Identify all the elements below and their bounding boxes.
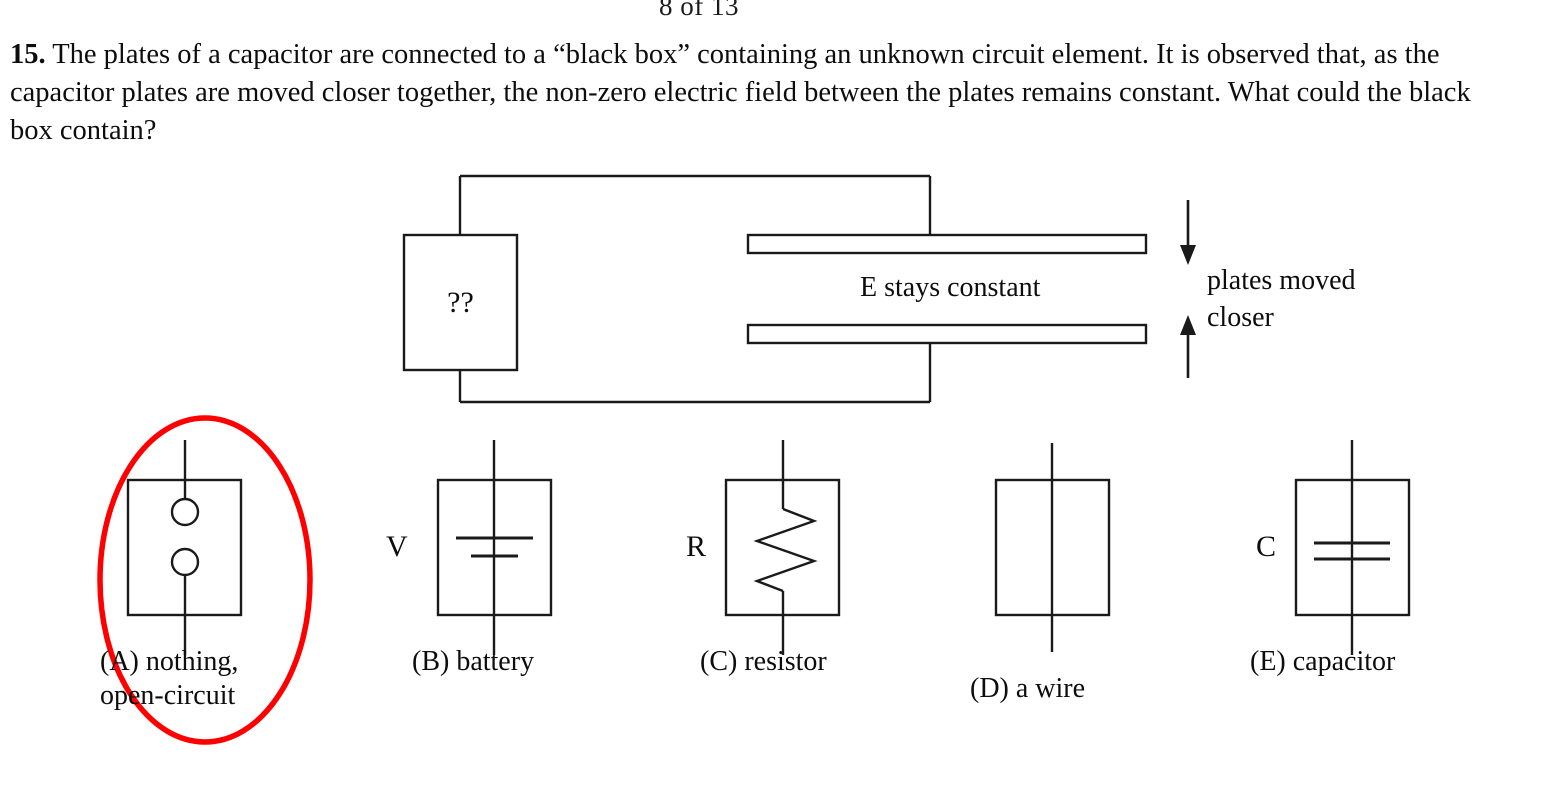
page-number: 8 of 13 bbox=[659, 0, 739, 21]
question-number: 15. bbox=[10, 39, 46, 70]
option-symbol-resistor bbox=[724, 440, 841, 655]
option-symbol-battery bbox=[436, 440, 553, 655]
option-label-d[interactable]: (D) a wire bbox=[970, 673, 1086, 704]
plates-moved-note: plates moved closer bbox=[1207, 265, 1356, 334]
capacitor-top-plate bbox=[746, 233, 1148, 255]
question-block: 15. The plates of a capacitor are connec… bbox=[10, 36, 1510, 150]
option-symbol-capacitor bbox=[1294, 440, 1411, 655]
option-label-e[interactable]: (E) capacitor bbox=[1250, 646, 1396, 677]
resistor-symbol-letter: R bbox=[686, 530, 707, 563]
option-symbol-open-circuit bbox=[126, 440, 243, 655]
option-symbol-wire bbox=[994, 443, 1111, 652]
battery-symbol-letter: V bbox=[386, 530, 408, 563]
capacitor-bottom-plate bbox=[746, 323, 1148, 345]
option-label-b[interactable]: (B) battery bbox=[412, 646, 535, 677]
option-label-c[interactable]: (C) resistor bbox=[700, 646, 827, 677]
question-text: The plates of a capacitor are connected … bbox=[10, 39, 1471, 146]
top-plate-down-arrow bbox=[1180, 200, 1196, 265]
unknown-element-label: ?? bbox=[447, 285, 474, 319]
field-constant-note: E stays constant bbox=[860, 272, 1041, 303]
option-label-a[interactable]: (A) nothing, open-circuit bbox=[100, 646, 239, 712]
capacitor-symbol-letter: C bbox=[1256, 530, 1277, 563]
bottom-plate-up-arrow bbox=[1180, 315, 1196, 378]
